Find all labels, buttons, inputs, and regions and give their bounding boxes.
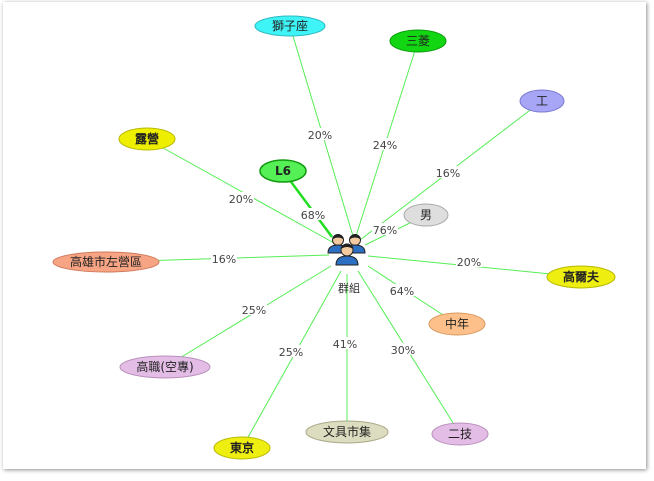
node-zuoying[interactable]: 高雄市左營區 bbox=[52, 251, 160, 273]
edge-label-bg-mitsubishi bbox=[372, 138, 398, 150]
node-male[interactable]: 男 bbox=[403, 203, 449, 227]
node-ellipse-mitsubishi bbox=[389, 29, 447, 53]
edge-label-bg-vocational bbox=[241, 303, 267, 315]
node-camping[interactable]: 露營 bbox=[118, 127, 176, 151]
edge-label-bg-camping bbox=[228, 192, 254, 204]
edge-labels-layer: 20% 24% 16% 20% 68% 76% 16% 20% 64% 25% 25% 41% 30% bbox=[211, 128, 482, 359]
node-label-work: 工 bbox=[536, 94, 548, 108]
edge-label-twotech: 30% bbox=[391, 344, 415, 357]
node-label-zuoying: 高雄市左營區 bbox=[70, 254, 142, 269]
node-ellipse-work bbox=[519, 89, 565, 113]
node-lion[interactable]: 獅子座 bbox=[254, 15, 326, 37]
edge-label-lion: 20% bbox=[308, 129, 332, 142]
node-middle[interactable]: 中年 bbox=[428, 312, 486, 336]
edge-label-bg-tokyo bbox=[278, 345, 304, 357]
edge-label-bg-l6 bbox=[300, 208, 326, 220]
node-label-lion: 獅子座 bbox=[272, 18, 308, 33]
node-vocational[interactable]: 高職(空專) bbox=[119, 355, 211, 379]
edge-label-bg-lion bbox=[307, 128, 333, 140]
node-tokyo[interactable]: 東京 bbox=[213, 436, 271, 460]
node-label-vocational: 高職(空專) bbox=[136, 359, 193, 374]
node-label-camping: 露營 bbox=[135, 131, 159, 146]
edge-label-middle: 64% bbox=[390, 285, 414, 298]
node-ellipse-twotech bbox=[431, 422, 489, 446]
edge-label-stationery: 41% bbox=[333, 338, 357, 351]
node-label-male: 男 bbox=[420, 208, 432, 222]
edge-label-mitsubishi: 24% bbox=[373, 139, 397, 152]
edge-label-l6: 68% bbox=[301, 209, 325, 222]
edge-label-golf: 20% bbox=[457, 256, 481, 269]
edge-label-work: 16% bbox=[436, 167, 460, 180]
node-work[interactable]: 工 bbox=[519, 89, 565, 113]
node-label-tokyo: 東京 bbox=[230, 440, 254, 455]
edge-label-tokyo: 25% bbox=[279, 346, 303, 359]
node-ellipse-camping bbox=[118, 127, 176, 151]
edge-label-bg-stationery bbox=[332, 337, 358, 349]
node-label-stationery: 文具市集 bbox=[323, 424, 371, 439]
node-label-mitsubishi: 三菱 bbox=[406, 34, 430, 48]
edge-label-bg-golf bbox=[456, 255, 482, 267]
user-group-icon bbox=[327, 234, 366, 266]
node-l6[interactable]: L6 bbox=[259, 159, 307, 183]
node-ellipse-lion bbox=[254, 15, 326, 37]
node-golf[interactable]: 高爾夫 bbox=[546, 265, 616, 289]
edge-label-bg-zuoying bbox=[211, 252, 237, 264]
node-ellipse-middle bbox=[428, 312, 486, 336]
edge-label-zuoying: 16% bbox=[212, 253, 236, 266]
edge-camping bbox=[146, 138, 335, 244]
node-label-golf: 高爾夫 bbox=[563, 269, 600, 284]
edge-label-bg-work bbox=[435, 166, 461, 178]
edge-vocational bbox=[164, 265, 332, 368]
node-ellipse-male bbox=[403, 203, 449, 227]
diagram-frame bbox=[3, 2, 646, 469]
node-stationery[interactable]: 文具市集 bbox=[305, 420, 389, 444]
node-ellipse-l6 bbox=[259, 159, 307, 183]
edge-label-bg-male bbox=[372, 223, 398, 235]
edge-label-vocational: 25% bbox=[242, 304, 266, 317]
edges-layer bbox=[105, 25, 582, 449]
edge-label-bg-middle bbox=[389, 284, 415, 296]
node-ellipse-zuoying bbox=[52, 251, 160, 273]
node-ellipse-vocational bbox=[119, 355, 211, 379]
center-label: 群組 bbox=[338, 281, 360, 295]
node-ellipse-tokyo bbox=[213, 436, 271, 460]
center-node[interactable]: 群組 bbox=[327, 234, 366, 295]
edge-tokyo bbox=[241, 270, 342, 449]
node-twotech[interactable]: 二技 bbox=[431, 422, 489, 446]
node-ellipse-golf bbox=[546, 265, 616, 289]
edge-label-male: 76% bbox=[373, 224, 397, 237]
edge-label-bg-twotech bbox=[390, 343, 416, 355]
node-label-twotech: 二技 bbox=[448, 427, 472, 441]
node-label-middle: 中年 bbox=[445, 316, 469, 331]
edge-label-camping: 20% bbox=[229, 193, 253, 206]
node-label-l6: L6 bbox=[275, 164, 291, 178]
node-ellipse-stationery bbox=[305, 420, 389, 444]
node-mitsubishi[interactable]: 三菱 bbox=[389, 29, 447, 53]
